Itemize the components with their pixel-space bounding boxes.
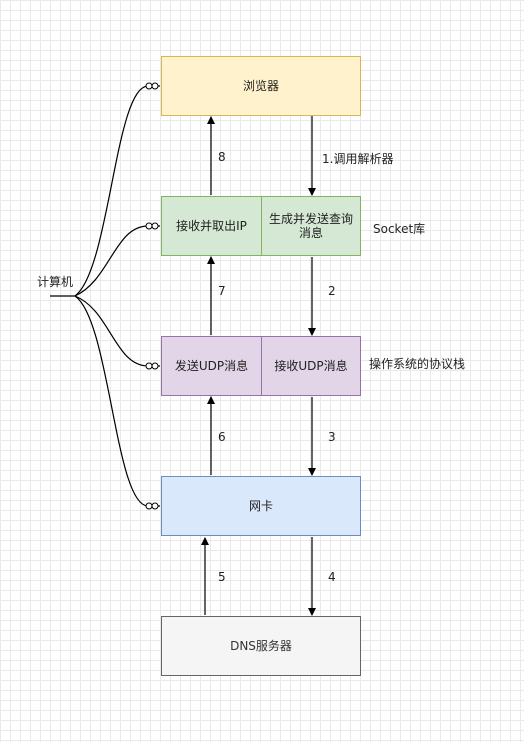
socket-right-label: 生成并发送查询消息 [268, 212, 353, 240]
edge-label-8: 8 [218, 150, 226, 164]
os-node[interactable]: 发送UDP消息 接收UDP消息 [161, 336, 361, 396]
bracket-curve-os [74, 295, 160, 367]
browser-label: 浏览器 [242, 79, 279, 93]
edge-label-6: 6 [218, 430, 226, 444]
dns-node[interactable]: DNS服务器 [161, 616, 361, 676]
bracket-curve-socket [74, 225, 160, 297]
edge-label-4: 4 [328, 570, 336, 584]
edge-label-2: 2 [328, 284, 336, 298]
os-right-label: 接收UDP消息 [274, 359, 348, 373]
socket-left-cell: 接收并取出IP [162, 197, 262, 255]
os-left-cell: 发送UDP消息 [162, 337, 262, 395]
os-right-cell: 接收UDP消息 [262, 337, 360, 395]
edge-label-5: 5 [218, 570, 226, 584]
edge-label-3: 3 [328, 430, 336, 444]
os-stack-label: 操作系统的协议栈 [369, 357, 466, 371]
socket-lib-label: Socket库 [373, 222, 426, 236]
browser-node[interactable]: 浏览器 [161, 56, 361, 116]
dns-label: DNS服务器 [230, 639, 292, 653]
nic-label: 网卡 [248, 499, 273, 513]
socket-right-cell: 生成并发送查询消息 [262, 197, 360, 255]
os-left-label: 发送UDP消息 [174, 359, 249, 373]
bracket-curve-browser [74, 85, 160, 297]
nic-node[interactable]: 网卡 [161, 476, 361, 536]
socket-left-label: 接收并取出IP [176, 219, 247, 233]
bracket-curve-nic [74, 295, 160, 507]
edge-label-1: 1.调用解析器 [322, 152, 394, 166]
socket-node[interactable]: 接收并取出IP 生成并发送查询消息 [161, 196, 361, 256]
computer-label: 计算机 [37, 275, 74, 289]
edge-label-7: 7 [218, 284, 226, 298]
